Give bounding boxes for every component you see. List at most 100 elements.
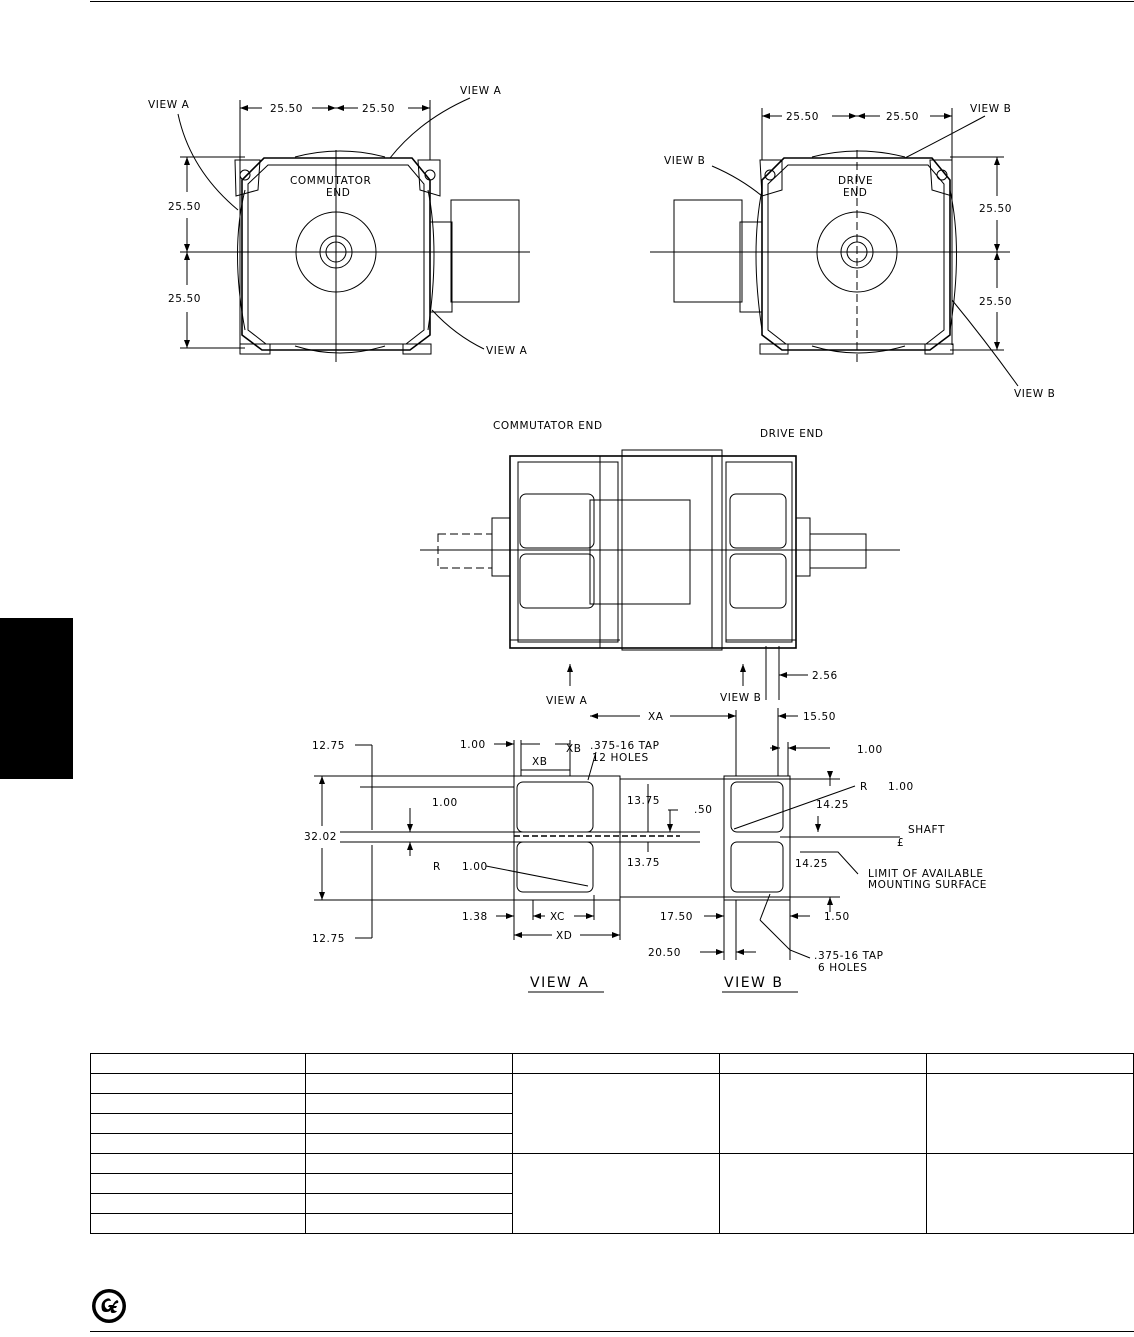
cm-callout-view-a-bottom: VIEW A [486,345,528,357]
r-left: R [433,861,441,873]
table-row [90,1153,1134,1234]
drive-end-view: 25.50 25.50 25.50 25.50 DRIVE END VIEW B… [650,103,1055,400]
table-cell [90,1153,306,1174]
table-cell [305,1073,513,1094]
dim-1375-a: 13.75 [627,795,660,807]
de-title-line2: END [843,187,867,199]
r-left-val: 1.00 [462,861,488,873]
table-cell [90,1053,306,1074]
table-cell [926,1053,1134,1074]
table-cell [305,1093,513,1114]
dim-2050: 20.50 [648,947,681,959]
limit-line1: LIMIT OF AVAILABLE [868,868,984,880]
table-header-row [90,1053,1134,1074]
cm-title-line1: COMMUTATOR [290,175,371,187]
r-right-val: 1.00 [888,781,914,793]
cm-dim-h-right: 25.50 [362,103,395,115]
table-cell [719,1053,927,1074]
dim-xa: XA [648,711,664,723]
side-label-commutator-end: COMMUTATOR END [493,420,603,432]
de-dim-v-bottom: 25.50 [979,296,1012,308]
r-right: R [860,781,868,793]
mounting-views: 32.02 12.75 12.75 1.00 1.00 XB XB .375-1… [304,708,987,993]
bottom-rule [90,1331,1134,1332]
dim-xc: XC [550,911,565,923]
side-arrow-view-b: VIEW B [720,692,761,704]
dim-100-top: 1.00 [460,739,486,751]
de-dim-h-left: 25.50 [786,111,819,123]
de-callout-view-b-bottom: VIEW B [1014,388,1055,400]
table-row [90,1213,1134,1234]
table-cell [305,1193,513,1214]
shaft-centerline-symbol: £ [897,837,904,849]
dim-1275-top: 12.75 [312,740,345,752]
table-cell [512,1053,720,1074]
dim-1550: 15.50 [803,711,836,723]
cm-callout-view-a-top: VIEW A [460,85,502,97]
dim-100-left: 1.00 [432,797,458,809]
dim-138: 1.38 [462,911,488,923]
view-a-title: VIEW A [530,975,589,991]
cm-dim-v-bottom: 25.50 [168,293,201,305]
dim-xd: XD [556,930,572,942]
side-label-drive-end: DRIVE END [760,428,824,440]
table-cell [305,1133,513,1154]
view-b-title: VIEW B [724,975,783,991]
table-cell [719,1073,927,1154]
dim-1750: 17.50 [660,911,693,923]
limit-line2: MOUNTING SURFACE [868,879,987,891]
table-row [90,1073,1134,1154]
table-row [90,1113,1134,1134]
table-cell [719,1153,927,1234]
side-arrow-view-a: VIEW A [546,695,588,707]
de-callout-view-b-top: VIEW B [970,103,1011,115]
table-cell [90,1213,306,1234]
side-dim-256: 2.56 [812,670,838,682]
dim-1425-b: 14.25 [795,858,828,870]
dim-1275-bottom: 12.75 [312,933,345,945]
table-cell [512,1153,720,1234]
ge-logo-icon [92,1289,126,1323]
cm-title-line2: END [326,187,350,199]
table-cell [90,1193,306,1214]
table-row [90,1133,1134,1154]
commutator-end-view: 25.50 25.50 25.50 25.50 COMMUTATOR END V… [148,85,530,362]
table-cell [90,1093,306,1114]
table-cell [305,1173,513,1194]
dim-150: 1.50 [824,911,850,923]
dim-1375-b: 13.75 [627,857,660,869]
table-cell [305,1153,513,1174]
cm-dim-v-top: 25.50 [168,201,201,213]
de-title-line1: DRIVE [838,175,873,187]
table-cell [305,1213,513,1234]
de-dim-v-top: 25.50 [979,203,1012,215]
table-row [90,1093,1134,1114]
dim-100-right: 1.00 [857,744,883,756]
dim-3202: 32.02 [304,831,337,843]
dimension-table [90,1053,1134,1234]
dim-xb-a: XB [566,743,582,755]
section-tab [0,618,73,779]
table-cell [90,1073,306,1094]
table-cell [305,1113,513,1134]
table-cell [926,1073,1134,1154]
side-view: COMMUTATOR END DRIVE END VIEW A VIEW B [420,420,900,707]
table-cell [926,1153,1134,1234]
table-cell [90,1173,306,1194]
table-cell [90,1113,306,1134]
table-cell [305,1053,513,1074]
dim-xb-b: XB [532,756,548,768]
tap-6-line2: 6 HOLES [818,962,868,974]
shaft-label: SHAFT [908,824,945,836]
cm-callout-view-a-left: VIEW A [148,99,190,111]
tap-6-line1: .375-16 TAP [814,950,884,962]
top-rule [90,1,1134,2]
tap-12-line2: 12 HOLES [592,752,649,764]
de-dim-h-right: 25.50 [886,111,919,123]
de-callout-view-b-left: VIEW B [664,155,705,167]
table-cell [90,1133,306,1154]
dim-050: .50 [694,804,713,816]
dim-1425-a: 14.25 [816,799,849,811]
table-row [90,1193,1134,1214]
